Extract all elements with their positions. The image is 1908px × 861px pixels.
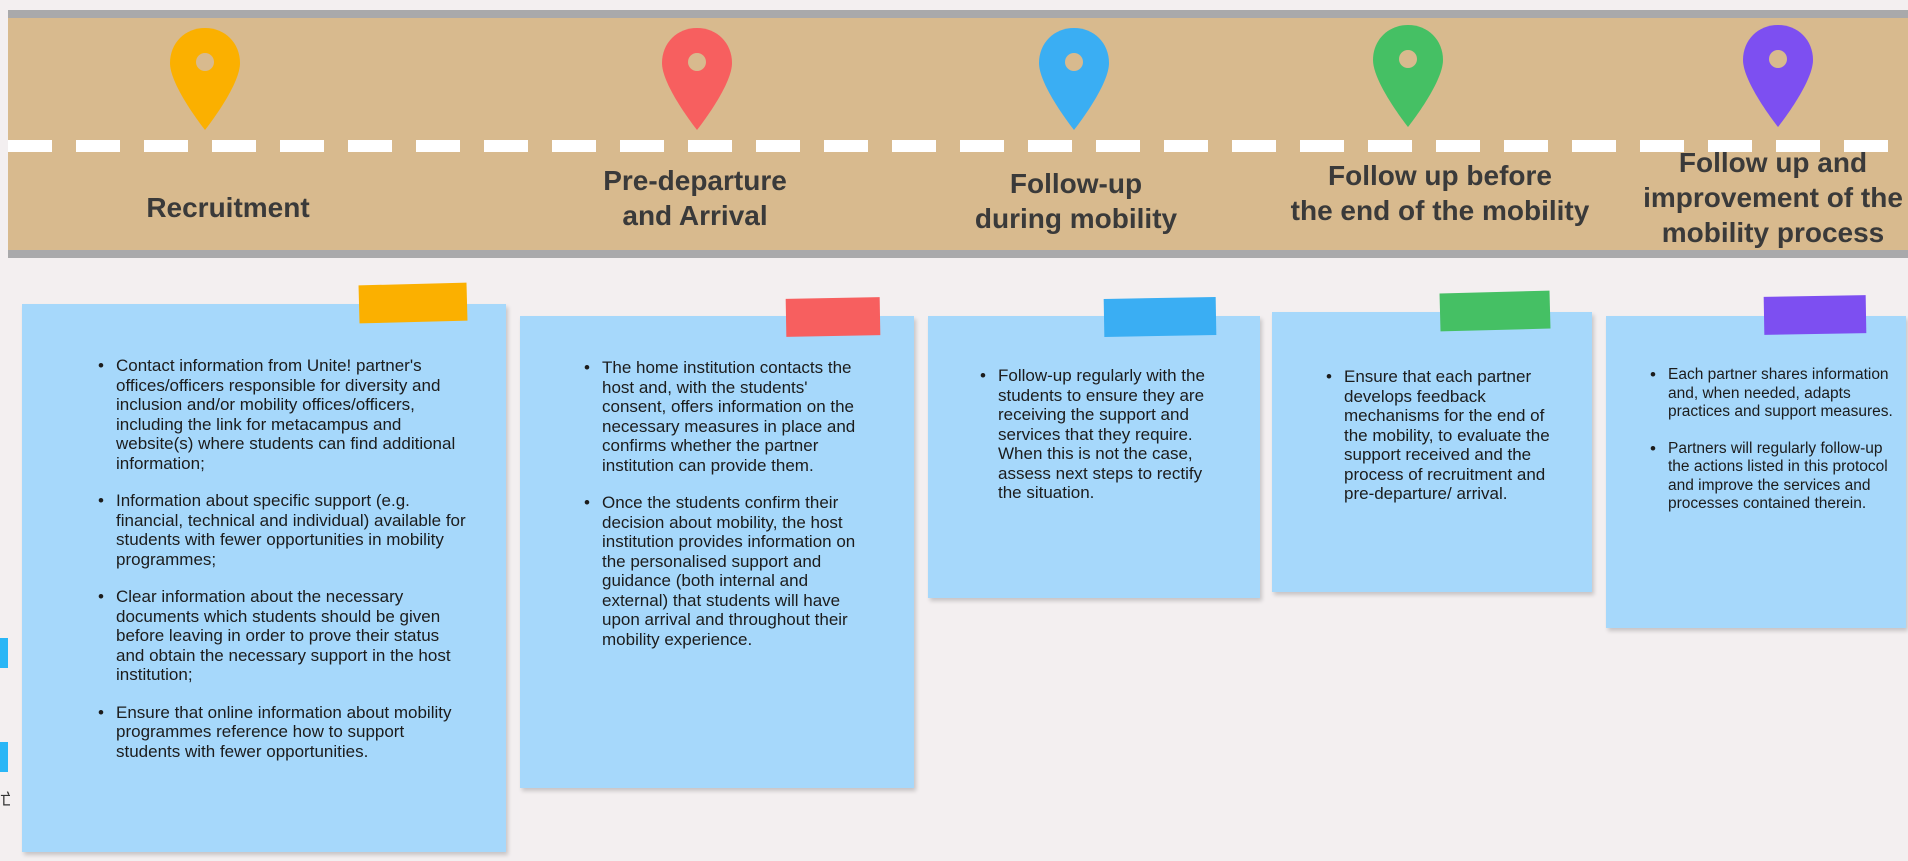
tape-strip [1439, 290, 1551, 332]
tape-strip [1763, 295, 1867, 335]
tape-strip [358, 282, 468, 324]
list-item: Information about specific support (e.g.… [94, 491, 469, 569]
bullet-list: The home institution contacts the host a… [580, 358, 870, 649]
list-item: Once the students confirm their decision… [580, 493, 870, 649]
note-corner-fold [520, 778, 530, 788]
note-card-follow-up-before-end: Ensure that each partner develops feedba… [1272, 290, 1592, 592]
left-edge-glyph: 亡 [0, 792, 10, 809]
list-item: The home institution contacts the host a… [580, 358, 870, 475]
stage-title-line: Pre-departure [603, 165, 787, 196]
location-pin-icon-pre-departure [660, 26, 734, 132]
bullet-list: Follow-up regularly with the students to… [976, 366, 1226, 503]
stage-title-line: during mobility [974, 203, 1178, 234]
list-item: Ensure that each partner develops feedba… [1322, 367, 1562, 504]
note-card-recruitment: Contact information from Unite! partner'… [22, 282, 506, 852]
note-corner-fold [928, 588, 938, 598]
stage-title-follow-up-during: Follow-up during mobility [951, 166, 1201, 236]
stage-title-recruitment: Recruitment [98, 190, 358, 225]
note-corner-fold [1272, 582, 1282, 592]
list-item: Ensure that online information about mob… [94, 703, 469, 762]
stage-title-line: the end of the mobility [1290, 195, 1590, 226]
list-item: Contact information from Unite! partner'… [94, 356, 469, 473]
list-item: Partners will regularly follow-up the ac… [1646, 440, 1896, 514]
note-card-improvement: Each partner shares information and, whe… [1606, 295, 1906, 628]
location-pin-icon-improvement [1741, 23, 1815, 129]
note-corner-fold [1606, 618, 1616, 628]
stage-title-pre-departure: Pre-departure and Arrival [565, 163, 825, 233]
note-card-follow-up-during: Follow-up regularly with the students to… [928, 297, 1260, 598]
tape-strip [785, 297, 881, 337]
stage-title-line: Recruitment [146, 192, 310, 223]
stage-title-line: Follow-up [1009, 168, 1143, 199]
location-pin-icon-follow-up-before-end [1371, 23, 1445, 129]
note-card-pre-departure: The home institution contacts the host a… [520, 297, 914, 788]
list-item: Each partner shares information and, whe… [1646, 366, 1896, 422]
location-pin-icon-follow-up-during [1037, 26, 1111, 132]
left-edge-accent-bottom [0, 742, 8, 772]
stage-title-line: and Arrival [622, 200, 768, 231]
stage-title-line: Follow up before [1328, 160, 1552, 191]
bullet-list: Contact information from Unite! partner'… [94, 356, 469, 761]
timeline-road: Recruitment Pre-departure and Arrival Fo… [8, 10, 1908, 258]
stage-title-line: improvement of the [1643, 182, 1903, 213]
stage-title-improvement: Follow up and improvement of the mobilit… [1638, 145, 1908, 250]
note-corner-fold [22, 842, 32, 852]
bullet-list: Ensure that each partner develops feedba… [1322, 367, 1562, 504]
stage-title-follow-up-before-end: Follow up before the end of the mobility [1270, 158, 1610, 228]
road-center-dashes [8, 140, 1908, 152]
left-edge-accent-top [0, 638, 8, 668]
list-item: Clear information about the necessary do… [94, 587, 469, 685]
tape-strip [1103, 297, 1217, 337]
location-pin-icon-recruitment [168, 26, 242, 132]
stage-title-line: Follow up and [1678, 147, 1868, 178]
stage-title-line: mobility process [1661, 217, 1885, 248]
list-item: Follow-up regularly with the students to… [976, 366, 1226, 503]
bullet-list: Each partner shares information and, whe… [1646, 366, 1896, 514]
